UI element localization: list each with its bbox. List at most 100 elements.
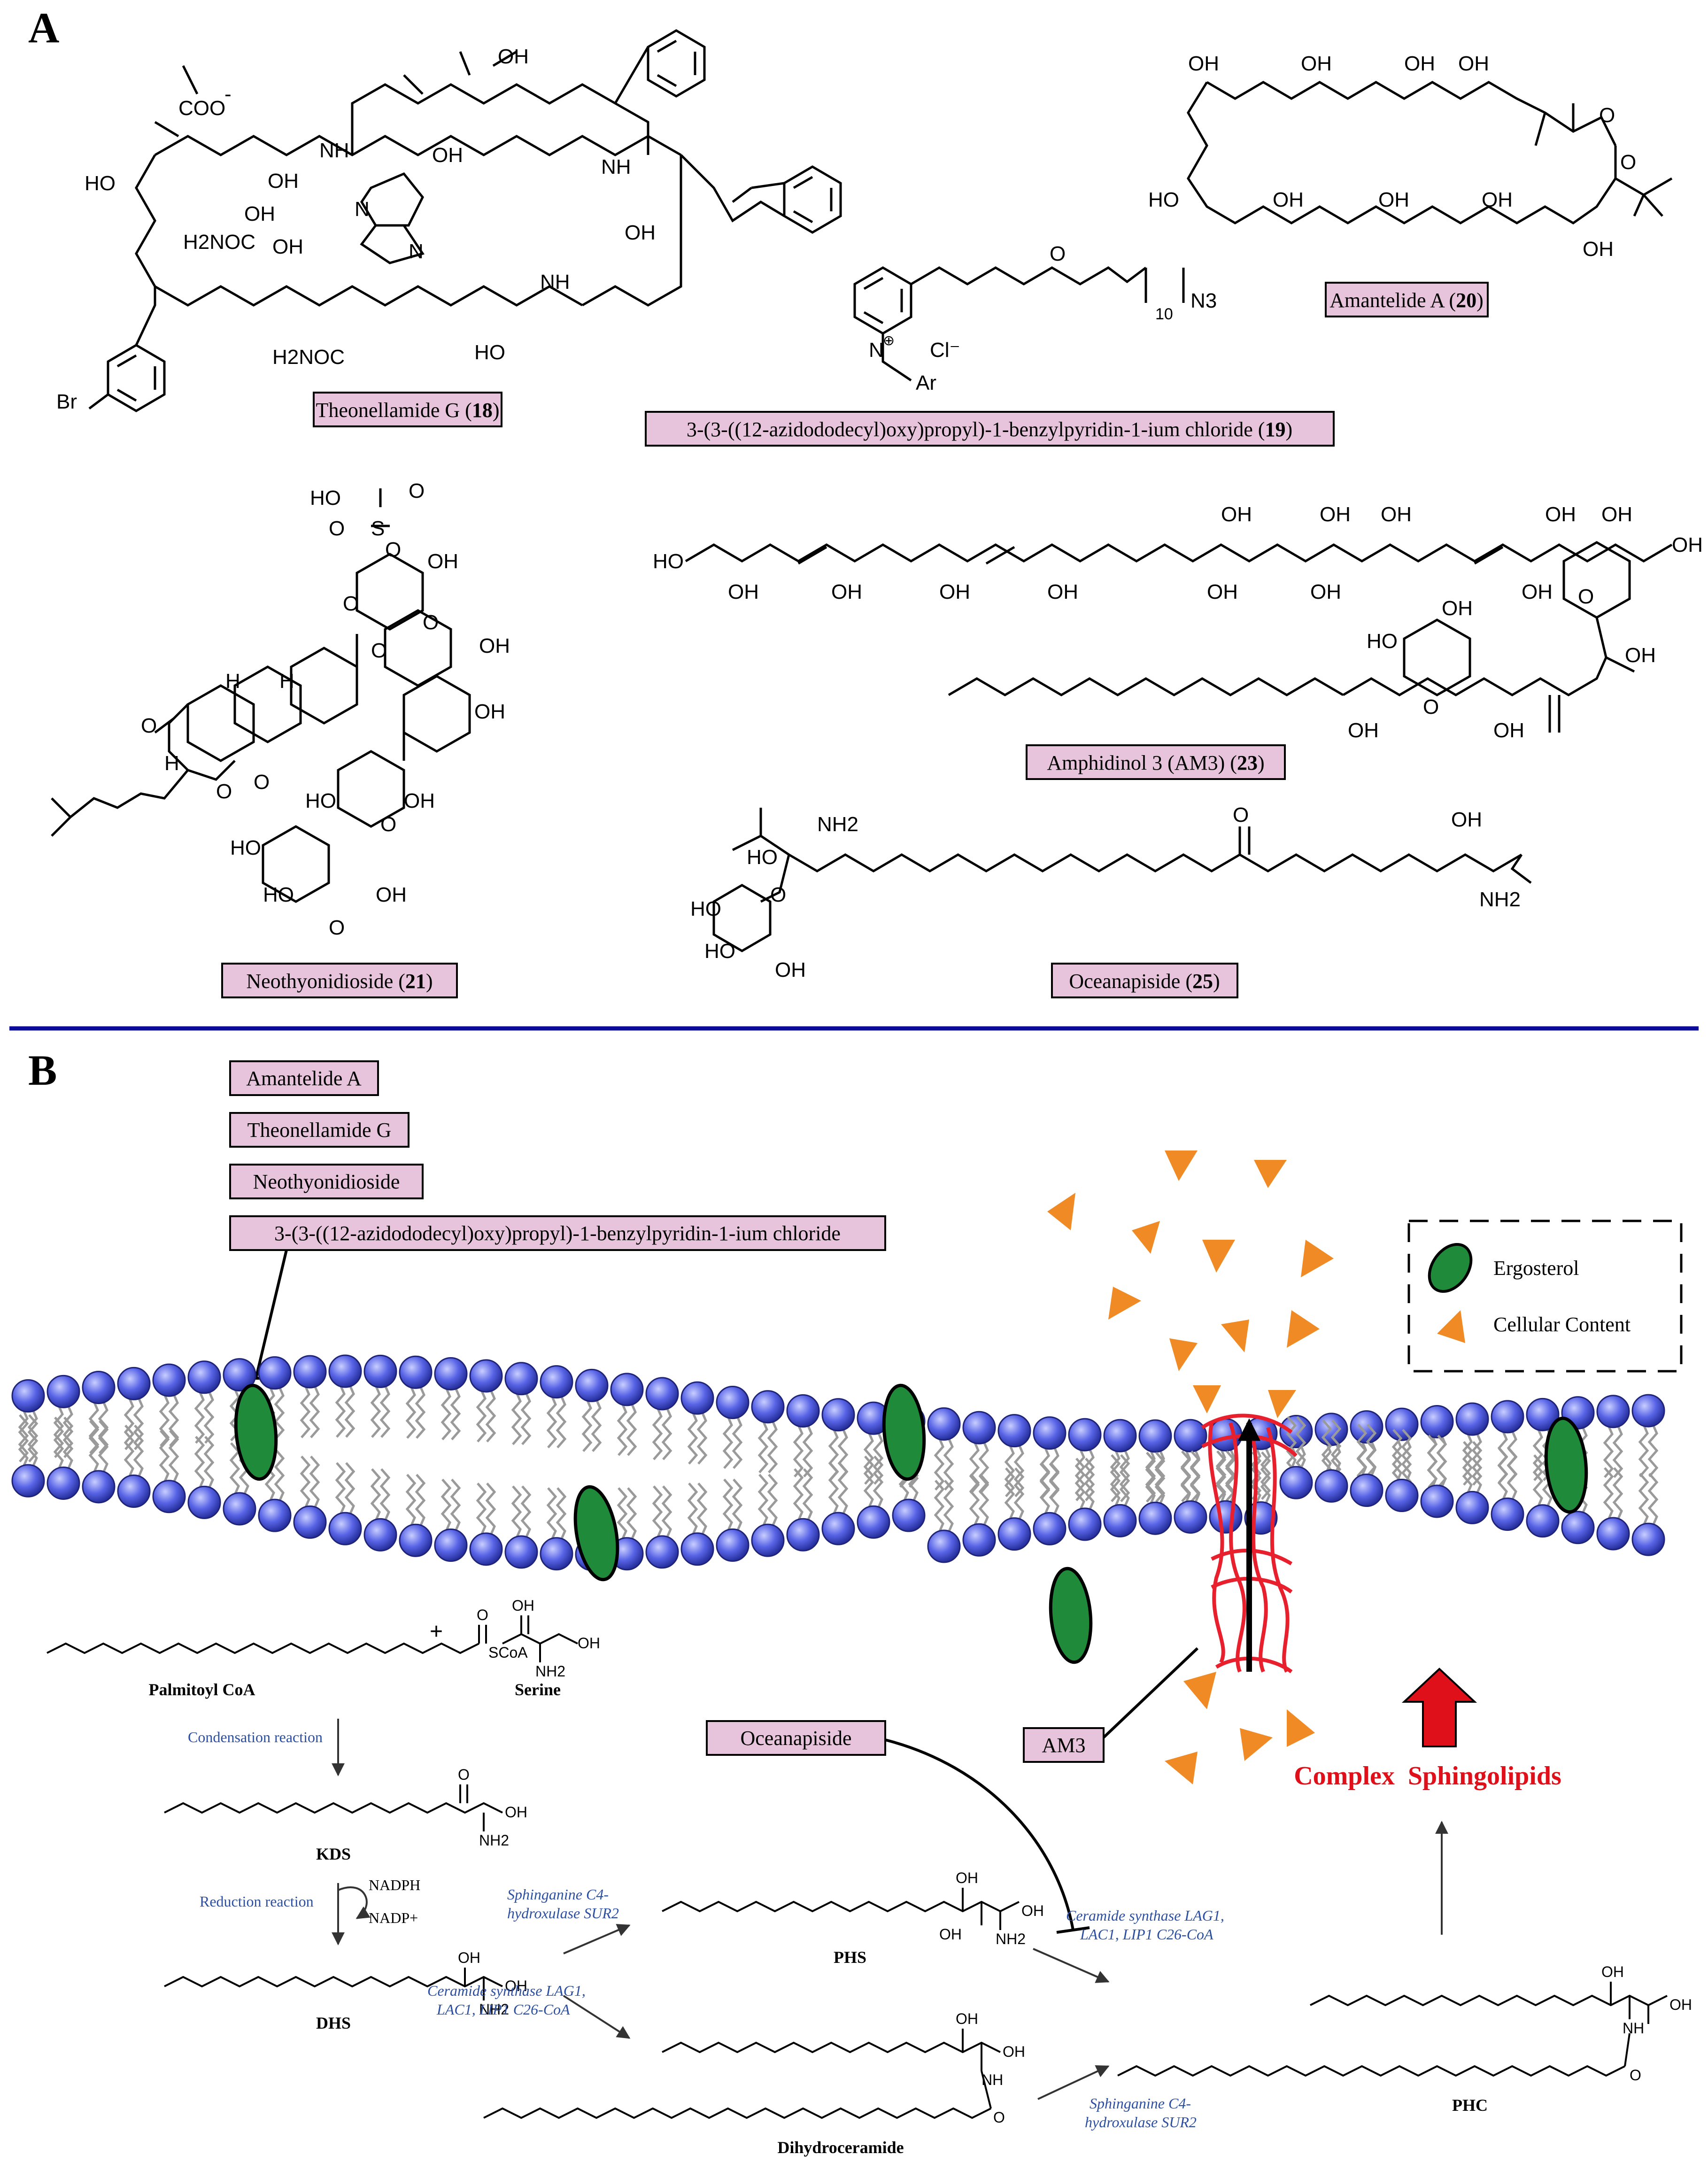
svg-text:OH: OH (1404, 52, 1435, 75)
lipid-head (1174, 1500, 1207, 1534)
lipid-head (997, 1517, 1031, 1551)
lipid-head (117, 1474, 151, 1508)
lipid-head (82, 1371, 116, 1405)
svg-text:HO: HO (690, 897, 721, 920)
lipid-tail (1471, 1433, 1483, 1486)
svg-text:NH: NH (540, 270, 570, 293)
lipid-head (680, 1381, 714, 1415)
sur2-upper-line2: hydroxulase SUR2 (507, 1905, 619, 1922)
lipid-tail (1260, 1451, 1271, 1505)
lipid-head (1455, 1490, 1489, 1524)
membrane (11, 1354, 1665, 1664)
svg-text:OH: OH (1273, 188, 1304, 211)
lipid-tail (1119, 1454, 1130, 1507)
lipid-tail (969, 1473, 980, 1527)
lipid-tail (344, 1462, 356, 1515)
svg-text:OH: OH (376, 883, 407, 906)
svg-text:H2NOC: H2NOC (183, 231, 255, 254)
lipid-tail (27, 1409, 39, 1463)
lipid-head (962, 1411, 996, 1444)
svg-text:OH: OH (1493, 719, 1524, 742)
lipid-tail (1356, 1423, 1368, 1477)
lipid-head (1279, 1466, 1313, 1499)
lipid-tail (1215, 1448, 1227, 1502)
lipid-tail (124, 1424, 135, 1478)
lipid-tail (1321, 1419, 1332, 1473)
lipid-tail (415, 1386, 426, 1439)
svg-text:OH: OH (272, 235, 303, 258)
lipid-head (1631, 1522, 1665, 1556)
svg-text:HO: HO (474, 341, 505, 364)
svg-text:O: O (1599, 104, 1615, 127)
lipid-head (997, 1414, 1031, 1448)
lipid-tail (1039, 1462, 1051, 1515)
lipid-tail (591, 1399, 602, 1452)
svg-text:H: H (225, 670, 240, 693)
lipid-tail (520, 1485, 532, 1538)
lipid-head (328, 1354, 362, 1388)
svg-text:O: O (380, 813, 396, 836)
lipid-tail (379, 1385, 391, 1438)
lipid-tail (767, 1420, 778, 1474)
label-box-c19 (645, 411, 1335, 447)
palmitoyl-coa-label: Palmitoyl CoA (149, 1680, 255, 1699)
lipid-tail (133, 1397, 144, 1451)
lipid-tail (450, 1478, 461, 1532)
lipid-head (645, 1535, 679, 1569)
svg-text:OH: OH (505, 1977, 527, 1994)
svg-text:OH: OH (404, 789, 435, 812)
lipid-tail (696, 1412, 708, 1465)
lipid-tail (661, 1407, 672, 1460)
pathway-reaction-labels: Condensation reaction Reduction reaction… (188, 1729, 1224, 2131)
svg-text:NH: NH (982, 2071, 1003, 2088)
lipid-tail (511, 1485, 522, 1538)
cellular-content-inside (1165, 1672, 1315, 1784)
lipid-head (1350, 1474, 1383, 1507)
lipid-tail (1004, 1444, 1015, 1498)
svg-text:OH: OH (1381, 503, 1412, 526)
svg-text:OH: OH (956, 1869, 978, 1886)
panel-a-letter: A (28, 4, 59, 52)
svg-text:NH: NH (1623, 2020, 1644, 2037)
svg-text:N: N (869, 339, 884, 362)
lipid-tail (98, 1420, 109, 1473)
svg-text:OH: OH (1301, 52, 1332, 75)
svg-text:OH: OH (1672, 533, 1703, 556)
lipid-tail (88, 1401, 100, 1454)
pathway-compound-names: Palmitoyl CoA Serine KDS DHS PHS PHC Dih… (149, 1680, 1488, 2157)
svg-text:O: O (216, 780, 232, 803)
condensation-label: Condensation reaction (188, 1729, 323, 1745)
lipid-tail (309, 1455, 320, 1509)
cellular-content-outside (1047, 1150, 1334, 1418)
lipid-tail (1251, 1451, 1262, 1505)
lipid-head (504, 1362, 538, 1396)
nadph-label: NADPH (369, 1876, 420, 1893)
lipid-head (1103, 1419, 1137, 1452)
lipid-tail (934, 1480, 945, 1533)
lipid-head (1596, 1395, 1630, 1428)
lipid-head (399, 1523, 433, 1557)
svg-text:NH2: NH2 (1479, 888, 1521, 911)
lipid-tail (53, 1416, 64, 1470)
lipid-head (152, 1480, 186, 1513)
cs-lower-line2: LAC1, LIP1 C26-CoA (436, 2001, 570, 2018)
label-oceanapiside: Oceanapiside (741, 1727, 852, 1750)
serine-label: Serine (515, 1680, 561, 1699)
lipid-head (187, 1485, 221, 1519)
lipid-head (786, 1394, 820, 1428)
lipid-tail (1612, 1467, 1623, 1521)
lipid-head (610, 1373, 644, 1406)
svg-text:S: S (371, 517, 385, 540)
lipid-tail (1004, 1467, 1015, 1521)
inhibitor-labels: Amantelide A Theonellamide G Neothyonidi… (229, 1060, 886, 1251)
lipid-tail (1507, 1447, 1518, 1501)
lipid-tail (441, 1478, 452, 1532)
lipid-tail (405, 1474, 417, 1527)
svg-text:OH: OH (831, 580, 862, 603)
svg-text:NH2: NH2 (479, 2001, 509, 2018)
svg-text:O: O (141, 714, 157, 737)
svg-text:OH: OH (1458, 52, 1489, 75)
plus-sign: + (430, 1619, 443, 1644)
lipid-tail (53, 1405, 64, 1458)
lipid-tail (767, 1474, 778, 1527)
